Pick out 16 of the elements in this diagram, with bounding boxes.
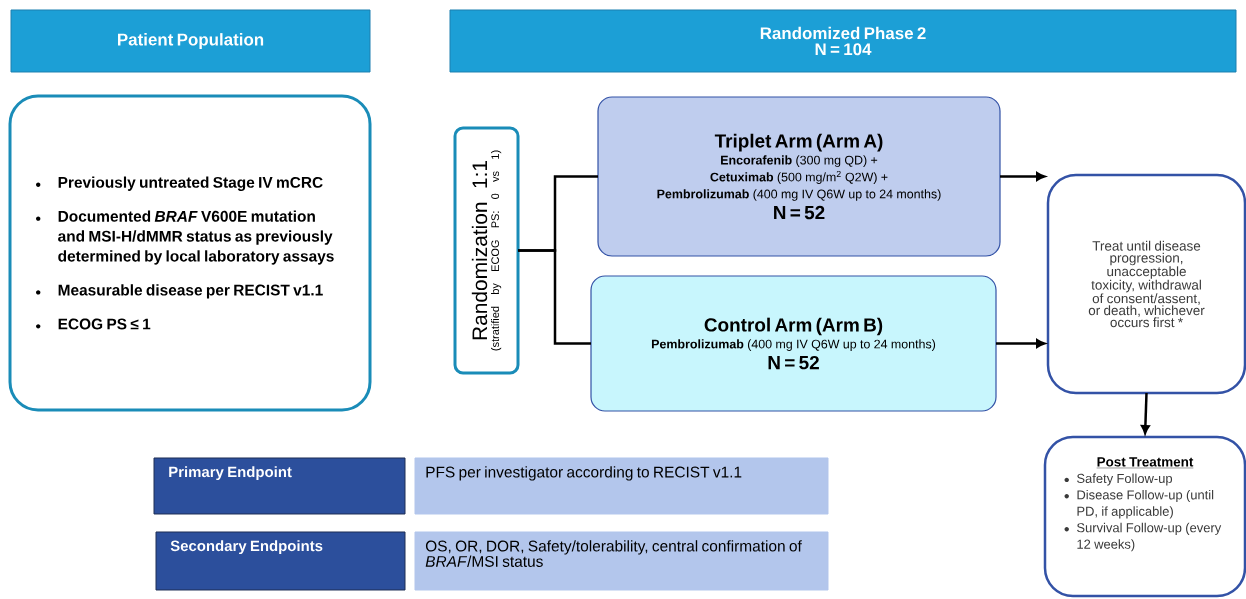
- header-box: Patient Population: [10, 9, 371, 73]
- criteria-box: Previously untreated Stage IV mCRC Documented BRAF V600E mutation and MSI-H/dMMR status as previously determined by local laboratory assays Measurable disease per RECIST v1.1 ECOG PS ≤ 1: [8, 94, 372, 412]
- connector: [518, 249, 591, 345]
- arm-box: Triplet Arm (Arm A) Encorafenib (300 mg QD) + Cetuximab (500 mg/m$^{2}$ Q2W) + Pembrolizumab (400 mg IV Q6W up to 24 months) N = 52: [597, 96, 1001, 257]
- connector: [1141, 392, 1150, 435]
- endpoint-label-box: Secondary Endpoints: [155, 531, 406, 591]
- connector: [996, 339, 1046, 348]
- endpoint-text-box: OS, OR, DOR, Safety/tolerability, central confirmation of BRAF/MSI status: [414, 531, 829, 591]
- endpoint-text-box: PFS per investigator according to RECIST v1.1: [414, 457, 829, 515]
- follow-up-box: Post Treatment Safety Follow-up Disease Follow-up (until PD, if applicable) Survival Follow-up (every 12 weeks): [1043, 435, 1246, 598]
- arm-box: Control Arm (Arm B) Pembrolizumab (400 mg IV Q6W up to 24 months) N = 52: [590, 275, 997, 412]
- header-box: Randomized Phase 2 N = 104: [449, 9, 1237, 73]
- randomization-box: Randomization 1:1 (stratified by ECOG PS: 0 vs 1): [453, 126, 520, 375]
- endpoint-label-box: Primary Endpoint: [153, 457, 406, 515]
- connector: [1000, 172, 1046, 181]
- treatment-box: Treat until disease progression, unacceptable toxicity, withdrawal of consent/assent, or death, whichever occurs first *: [1046, 173, 1246, 395]
